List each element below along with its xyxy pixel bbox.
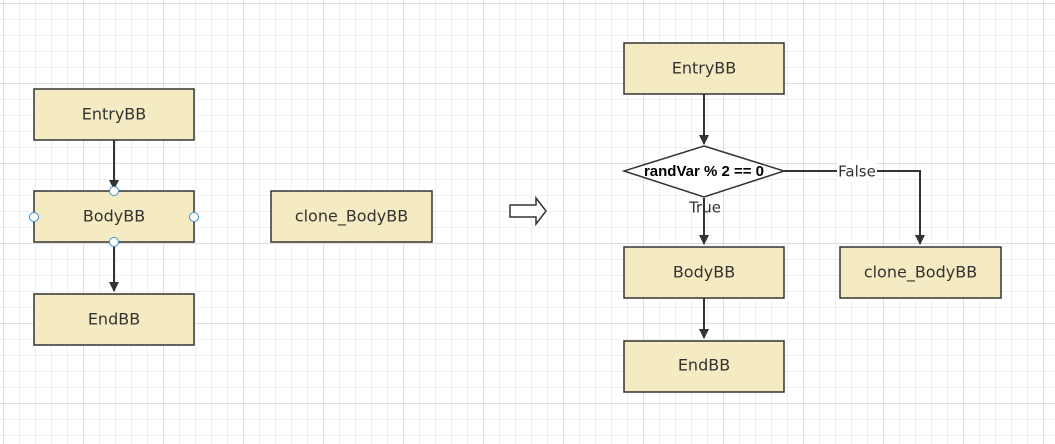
condition-label: randVar % 2 == 0 bbox=[644, 163, 764, 180]
node-clone-before-label: clone_BodyBB bbox=[295, 207, 408, 227]
connection-handle-top[interactable] bbox=[109, 186, 119, 196]
node-clone-after[interactable]: clone_BodyBB bbox=[839, 246, 1002, 299]
before-diagram: EntryBB BodyBB EndBB clone_BodyBB bbox=[29, 88, 433, 346]
node-body-after-label: BodyBB bbox=[673, 263, 735, 282]
node-body-before[interactable]: BodyBB bbox=[33, 190, 195, 243]
edge-condition-false-to-clone[interactable] bbox=[784, 170, 925, 245]
node-end-after-label: EndBB bbox=[678, 356, 730, 375]
connection-handle-left[interactable] bbox=[29, 212, 39, 222]
node-entry-after[interactable]: EntryBB bbox=[623, 42, 785, 95]
node-body-before-label: BodyBB bbox=[83, 207, 145, 226]
node-entry-before-label: EntryBB bbox=[82, 105, 147, 124]
after-diagram: EntryBB randVar % 2 == 0 False True Body… bbox=[621, 42, 1002, 393]
false-branch-label: False bbox=[838, 163, 876, 181]
node-end-before[interactable]: EndBB bbox=[33, 293, 195, 346]
right-outline-arrow-icon bbox=[509, 195, 547, 227]
condition-diamond[interactable]: randVar % 2 == 0 bbox=[621, 145, 787, 198]
connection-handle-right[interactable] bbox=[189, 212, 199, 222]
node-end-before-label: EndBB bbox=[88, 310, 140, 329]
node-end-after[interactable]: EndBB bbox=[623, 340, 785, 393]
node-clone-before[interactable]: clone_BodyBB bbox=[270, 190, 433, 243]
true-branch-label: True bbox=[688, 199, 721, 217]
node-clone-after-label: clone_BodyBB bbox=[864, 263, 977, 283]
node-entry-after-label: EntryBB bbox=[672, 59, 737, 78]
connection-handle-bottom[interactable] bbox=[109, 237, 119, 247]
false-label-background bbox=[837, 162, 877, 181]
node-body-after[interactable]: BodyBB bbox=[623, 246, 785, 299]
node-entry-before[interactable]: EntryBB bbox=[33, 88, 195, 141]
